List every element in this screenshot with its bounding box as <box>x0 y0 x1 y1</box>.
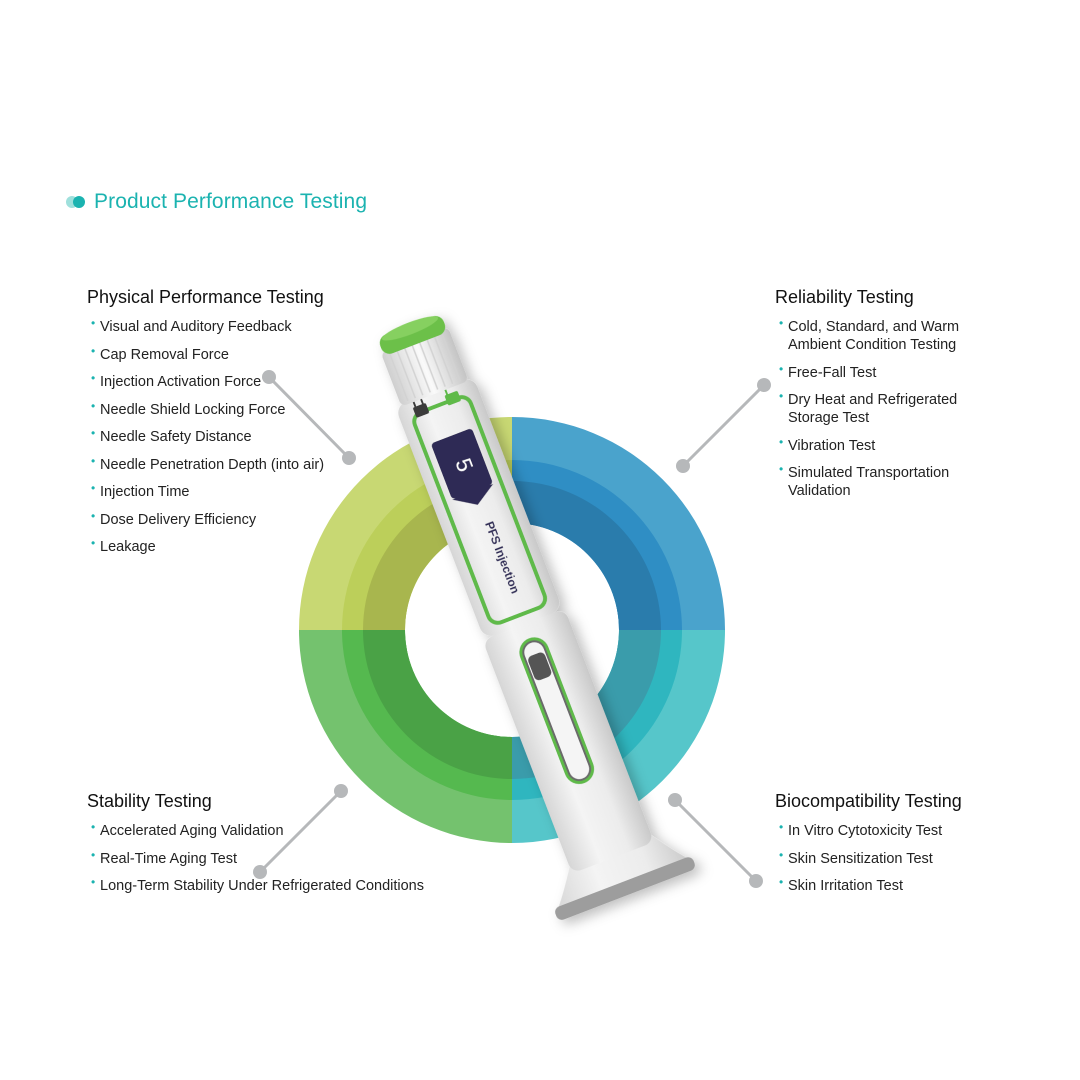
pen-dose-label <box>431 429 493 499</box>
quadrant-reliability-mid <box>512 460 682 630</box>
connector-reliability <box>681 383 766 468</box>
quadrant-biocompat-inner <box>512 630 661 779</box>
quadrant-biocompat-outer <box>512 630 725 843</box>
list-item: •Long-Term Stability Under Refrigerated … <box>91 875 424 894</box>
unlock-icon <box>444 383 461 406</box>
pen-green-stripe <box>412 395 548 625</box>
pen-button <box>379 316 446 354</box>
list-item: •Cold, Standard, and Warm Ambient Condit… <box>779 316 960 353</box>
quadrant-stability-inner <box>363 630 512 779</box>
list-item: •Real-Time Aging Test <box>91 847 238 867</box>
pen-dose-value: 5 <box>450 455 478 475</box>
quadrant-reliability <box>512 417 725 630</box>
list-item: •Accelerated Aging Validation <box>91 820 284 839</box>
list-item: •Needle Safety Distance <box>91 426 252 445</box>
list-item: •Skin Sensitization Test <box>779 847 933 867</box>
list-item: •In Vitro Cytotoxicity Test <box>779 820 943 839</box>
connector-biocompat-dot-a <box>668 793 682 807</box>
section-header: Product Performance Testing <box>66 190 367 214</box>
quadrant-reliability-outer <box>512 417 725 630</box>
biocompat-items: •In Vitro Cytotoxicity Test •Skin Sensit… <box>775 820 1035 895</box>
list-item: •Simulated Transportation Validation <box>779 462 950 499</box>
section-heading: Physical Performance Testing <box>87 287 324 307</box>
quadrant-biocompatibility <box>512 630 725 843</box>
connector-biocompat <box>673 798 758 883</box>
physical-items: •Visual and Auditory Feedback •Cap Remov… <box>87 316 387 556</box>
page-title: Product Performance Testing <box>94 190 368 213</box>
list-item: •Needle Shield Locking Force <box>91 398 286 418</box>
section-heading: Biocompatibility Testing <box>775 791 962 811</box>
connector-reliability-dot-a <box>757 378 771 392</box>
list-item: •Skin Irritation Test <box>779 875 903 894</box>
list-item: •Cap Removal Force <box>91 343 229 363</box>
pen-base-ring <box>555 857 695 920</box>
list-item: •Free-Fall Test <box>779 361 877 381</box>
list-item: •Injection Time <box>91 481 190 500</box>
list-item: •Injection Activation Force <box>91 371 262 390</box>
list-item: •Vibration Test <box>779 434 876 454</box>
quadrant-stability-mid <box>342 630 512 800</box>
title-dots-icon <box>66 195 88 209</box>
list-item: •Dose Delivery Efficiency <box>91 508 257 528</box>
lock-icon <box>412 395 430 418</box>
biocompatibility-section: Biocompatibility Testing •In Vitro Cytot… <box>775 791 1035 905</box>
quadrant-biocompat-mid <box>512 630 682 800</box>
reliability-section: Reliability Testing •Cold, Standard, and… <box>775 287 1035 510</box>
pen-plunger <box>528 652 552 681</box>
pen-label-arrow <box>452 483 494 505</box>
stability-section: Stability Testing •Accelerated Aging Val… <box>87 791 507 905</box>
physical-performance-section: Physical Performance Testing •Visual and… <box>87 287 387 566</box>
pen-window <box>522 640 592 782</box>
pen-brand: PFS Injection <box>482 520 522 596</box>
list-item: •Needle Penetration Depth (into air) <box>91 453 325 473</box>
quadrant-reliability-inner <box>512 481 661 630</box>
stability-items: •Accelerated Aging Validation •Real-Time… <box>87 820 507 895</box>
pen-window-rim <box>519 637 595 785</box>
section-heading: Stability Testing <box>87 791 212 811</box>
pen-lower-body <box>485 611 652 871</box>
section-heading: Reliability Testing <box>775 287 914 307</box>
connector-reliability-dot-b <box>676 459 690 473</box>
reliability-items: •Cold, Standard, and Warm Ambient Condit… <box>775 316 1035 500</box>
pen-base <box>556 833 692 912</box>
list-item: •Dry Heat and Refrigerated Storage Test <box>779 389 958 426</box>
list-item: •Leakage <box>91 536 156 555</box>
pen-upper-body <box>398 379 560 636</box>
list-item: •Visual and Auditory Feedback <box>91 316 292 335</box>
pen-cap-ridges <box>382 328 467 405</box>
connector-biocompat-dot-b <box>749 874 763 888</box>
